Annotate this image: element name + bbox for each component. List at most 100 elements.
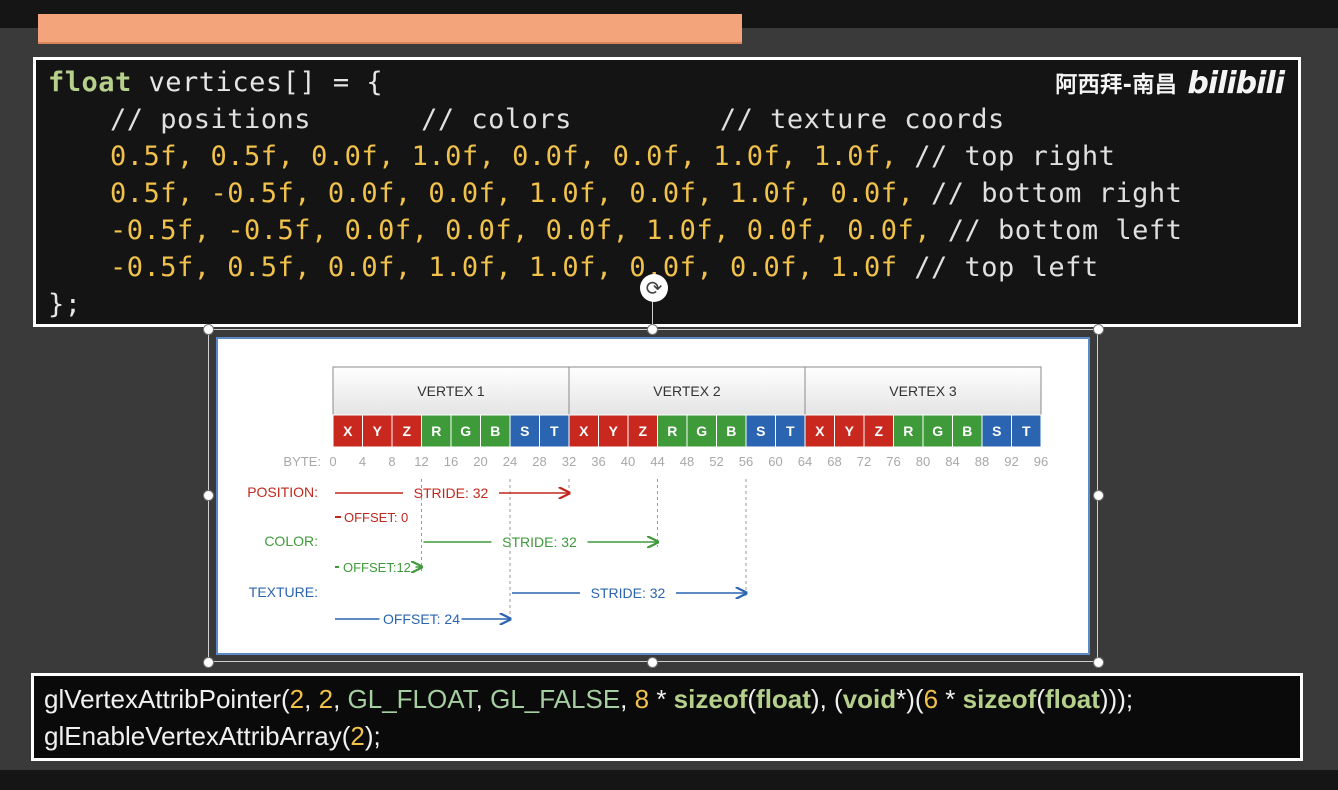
byte-cell bbox=[804, 414, 835, 448]
vertex-header bbox=[332, 366, 570, 416]
byte-offset-label: 48 bbox=[680, 454, 694, 469]
op: * bbox=[938, 684, 963, 714]
byte-cell bbox=[627, 414, 658, 448]
watermark-author: 阿西拜-南昌 bbox=[1055, 73, 1178, 98]
byte-cell-label: X bbox=[815, 423, 825, 439]
resize-handle-se[interactable] bbox=[1093, 657, 1104, 668]
byte-cell-label: X bbox=[579, 423, 589, 439]
void-kw: void bbox=[842, 684, 897, 714]
code-line-closing: }; bbox=[48, 289, 82, 320]
byte-cell-label: S bbox=[992, 423, 1001, 439]
byte-cell-label: G bbox=[460, 423, 471, 439]
byte-row-label: BYTE: bbox=[283, 454, 321, 469]
byte-cell bbox=[686, 414, 717, 448]
byte-offset-label: 20 bbox=[473, 454, 487, 469]
byte-offset-label: 68 bbox=[827, 454, 841, 469]
byte-offset-label: 76 bbox=[886, 454, 900, 469]
watermark: 阿西拜-南昌 bilibili bbox=[1055, 60, 1285, 106]
sep: , bbox=[333, 684, 348, 714]
paren: ); bbox=[364, 721, 381, 751]
byte-cell bbox=[745, 414, 776, 448]
resize-handle-ne[interactable] bbox=[1093, 324, 1104, 335]
byte-cell-label: X bbox=[343, 423, 353, 439]
paren: *)( bbox=[896, 684, 924, 714]
byte-offset-label: 4 bbox=[359, 454, 366, 469]
byte-offset-label: 44 bbox=[650, 454, 664, 469]
sep: , bbox=[620, 684, 635, 714]
resize-handle-e[interactable] bbox=[1093, 490, 1104, 501]
byte-cell-label: Y bbox=[845, 423, 855, 439]
code-line-row-2: 0.5f, -0.5f, 0.0f, 0.0f, 1.0f, 0.0f, 1.0… bbox=[110, 175, 1182, 212]
byte-offset-label: 36 bbox=[591, 454, 605, 469]
byte-cell-label: G bbox=[932, 423, 943, 439]
byte-cell-label: B bbox=[490, 423, 500, 439]
byte-offset-label: 92 bbox=[1004, 454, 1018, 469]
row-values: -0.5f, 0.5f, 0.0f, 1.0f, 1.0f, 0.0f, 0.0… bbox=[110, 252, 898, 283]
paren: ), ( bbox=[810, 684, 843, 714]
row-values: -0.5f, -0.5f, 0.0f, 0.0f, 0.0f, 1.0f, 0.… bbox=[110, 215, 932, 246]
stride-label: STRIDE: 32 bbox=[502, 534, 577, 550]
sep: , bbox=[475, 684, 491, 714]
byte-cell bbox=[981, 414, 1012, 448]
resize-handle-s[interactable] bbox=[647, 657, 658, 668]
attribute-label: TEXTURE: bbox=[249, 584, 318, 600]
resize-handle-w[interactable] bbox=[203, 490, 214, 501]
byte-cell-label: R bbox=[431, 423, 441, 439]
code-line-row-3: -0.5f, -0.5f, 0.0f, 0.0f, 0.0f, 1.0f, 0.… bbox=[110, 212, 1182, 249]
stride-label: STRIDE: 32 bbox=[414, 485, 489, 501]
byte-cell bbox=[863, 414, 894, 448]
byte-cell bbox=[657, 414, 688, 448]
api-line-1: glVertexAttribPointer(2, 2, GL_FLOAT, GL… bbox=[44, 684, 1133, 715]
bilibili-logo: bilibili bbox=[1187, 65, 1285, 101]
code-line-row-1: 0.5f, 0.5f, 0.0f, 1.0f, 0.0f, 0.0f, 1.0f… bbox=[110, 138, 1115, 175]
byte-offset-label: 96 bbox=[1034, 454, 1048, 469]
byte-offset-label: 64 bbox=[798, 454, 812, 469]
vertex-header-label: VERTEX 2 bbox=[653, 383, 721, 399]
arg-type: GL_FLOAT bbox=[347, 684, 476, 714]
byte-cell bbox=[775, 414, 806, 448]
byte-cell-label: B bbox=[962, 423, 972, 439]
row-comment: // top right bbox=[914, 141, 1116, 172]
comment-positions: // positions bbox=[110, 104, 312, 135]
byte-cell bbox=[362, 414, 393, 448]
sep: , bbox=[304, 684, 319, 714]
row-comment: // bottom left bbox=[947, 215, 1183, 246]
resize-handle-sw[interactable] bbox=[203, 657, 214, 668]
byte-offset-label: 88 bbox=[975, 454, 989, 469]
byte-cell-label: B bbox=[726, 423, 736, 439]
stride-label: STRIDE: 32 bbox=[591, 585, 666, 601]
byte-cell-label: T bbox=[550, 423, 559, 439]
byte-offset-label: 16 bbox=[444, 454, 458, 469]
byte-cell-label: S bbox=[756, 423, 765, 439]
float-keyword: float bbox=[48, 67, 132, 98]
byte-offset-label: 0 bbox=[329, 454, 336, 469]
byte-offset-label: 24 bbox=[503, 454, 517, 469]
vertex-header-label: VERTEX 1 bbox=[417, 383, 485, 399]
byte-cell-label: T bbox=[786, 423, 795, 439]
byte-offset-label: 8 bbox=[388, 454, 395, 469]
row-comment: // top left bbox=[914, 252, 1099, 283]
stride-count: 8 bbox=[634, 684, 650, 714]
byte-offset-label: 52 bbox=[709, 454, 723, 469]
byte-cell-label: Z bbox=[874, 423, 883, 439]
byte-offset-label: 28 bbox=[532, 454, 546, 469]
row-values: 0.5f, 0.5f, 0.0f, 1.0f, 0.0f, 0.0f, 1.0f… bbox=[110, 141, 898, 172]
byte-offset-label: 12 bbox=[414, 454, 428, 469]
byte-offset-label: 80 bbox=[916, 454, 930, 469]
declaration-rest: vertices[] = { bbox=[131, 67, 384, 98]
offset-label: OFFSET: 0 bbox=[344, 510, 408, 525]
byte-cell-label: S bbox=[520, 423, 529, 439]
resize-handle-nw[interactable] bbox=[203, 324, 214, 335]
offset-label: OFFSET: 24 bbox=[383, 611, 460, 627]
vertex-header-label: VERTEX 3 bbox=[889, 383, 957, 399]
byte-cell-label: Y bbox=[609, 423, 619, 439]
attribute-label: POSITION: bbox=[247, 484, 318, 500]
sizeof-kw: sizeof bbox=[673, 684, 748, 714]
code-line-row-4: -0.5f, 0.5f, 0.0f, 1.0f, 1.0f, 0.0f, 0.0… bbox=[110, 249, 1099, 286]
paren: ( bbox=[747, 684, 757, 714]
vertex-header bbox=[568, 366, 806, 416]
byte-cell-label: Z bbox=[402, 423, 411, 439]
resize-handle-n[interactable] bbox=[647, 324, 658, 335]
rotate-handle-icon[interactable]: ⟳ bbox=[640, 274, 668, 302]
